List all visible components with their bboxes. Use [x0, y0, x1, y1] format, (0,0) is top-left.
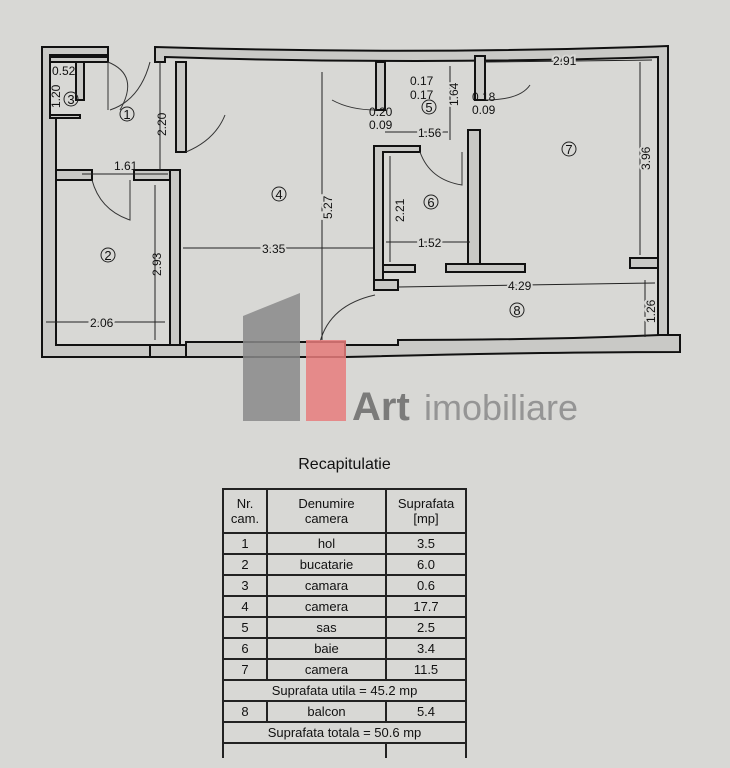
cell-nr: 8	[222, 700, 268, 723]
table-cutoff	[385, 742, 467, 758]
room-7-label: 7	[565, 142, 572, 157]
watermark-suffix: imobiliare	[424, 387, 578, 428]
dim-label: 2.21	[393, 198, 407, 222]
dim-label: 0.18	[472, 90, 496, 104]
header-name: Denumire camera	[266, 488, 387, 534]
recap-table: Nr. cam. Denumire camera Suprafata [mp] …	[222, 488, 467, 758]
grand-total-row: Suprafata totala = 50.6 mp	[222, 721, 467, 744]
dimension-labels: 0.52 1.20 2.20 1.61 2.93 2.06 3.35 5.27 …	[49, 52, 660, 332]
dim-label: 0.17	[410, 88, 434, 102]
room-4-label: 4	[275, 187, 282, 202]
dim-label: 3.35	[262, 242, 286, 256]
room-5-label: 5	[425, 100, 432, 115]
watermark-logo: Art imobiliare	[243, 293, 578, 429]
grand-total: Suprafata totala = 50.6 mp	[222, 721, 467, 744]
cell-area: 5.4	[385, 700, 467, 723]
cell-area: 3.4	[385, 637, 467, 660]
table-cutoff	[222, 742, 387, 758]
cell-area: 6.0	[385, 553, 467, 576]
dim-label: 5.27	[321, 195, 335, 219]
room-2-label: 2	[104, 248, 111, 263]
useful-total-row: Suprafata utila = 45.2 mp	[222, 679, 467, 702]
dim-label: 3.96	[639, 146, 653, 170]
dim-label: 0.17	[410, 74, 434, 88]
room-8-label: 8	[513, 303, 520, 318]
doors	[91, 61, 531, 343]
room-labels: 1 2 3 4 5 6 7 8	[63, 91, 577, 318]
dim-label: 2.06	[90, 316, 114, 330]
dim-label: 0.20	[369, 105, 393, 119]
dim-label: 1.20	[49, 84, 63, 108]
table-row: 8 balcon 5.4	[222, 700, 467, 723]
cell-name: camara	[266, 574, 387, 597]
dim-label: 0.52	[52, 64, 76, 78]
walls	[41, 44, 681, 359]
dim-label: 1.61	[114, 159, 138, 173]
header-area: Suprafata [mp]	[385, 488, 467, 534]
room-3-label: 3	[67, 92, 74, 107]
cell-area: 3.5	[385, 532, 467, 555]
dim-label: 1.64	[447, 82, 461, 106]
dim-label: 1.56	[418, 126, 442, 140]
cell-name: camera	[266, 658, 387, 681]
cell-nr: 7	[222, 658, 268, 681]
cell-area: 2.5	[385, 616, 467, 639]
useful-total: Suprafata utila = 45.2 mp	[222, 679, 467, 702]
cell-name: balcon	[266, 700, 387, 723]
room-1-label: 1	[123, 107, 130, 122]
dimension-lines	[46, 59, 656, 340]
cell-nr: 4	[222, 595, 268, 618]
dim-label: 1.52	[418, 236, 442, 250]
cell-nr: 5	[222, 616, 268, 639]
room-6-label: 6	[427, 195, 434, 210]
cell-name: bucatarie	[266, 553, 387, 576]
cell-area: 11.5	[385, 658, 467, 681]
cell-area: 17.7	[385, 595, 467, 618]
watermark-brand: Art	[352, 385, 410, 429]
cell-nr: 2	[222, 553, 268, 576]
dim-label: 2.91	[553, 54, 577, 68]
dim-label: 2.93	[150, 252, 164, 276]
table-header: Nr. cam. Denumire camera Suprafata [mp]	[222, 488, 467, 534]
cell-name: camera	[266, 595, 387, 618]
cell-nr: 3	[222, 574, 268, 597]
dim-label: 4.29	[508, 279, 532, 293]
cell-area: 0.6	[385, 574, 467, 597]
cell-name: sas	[266, 616, 387, 639]
cell-nr: 1	[222, 532, 268, 555]
cell-name: baie	[266, 637, 387, 660]
header-nr: Nr. cam.	[222, 488, 268, 534]
dim-label: 0.09	[472, 103, 496, 117]
recap-title: Recapitulatie	[298, 456, 391, 473]
dim-label: 2.20	[155, 112, 169, 136]
dim-label: 0.09	[369, 118, 393, 132]
dim-label: 1.26	[644, 299, 658, 323]
cell-nr: 6	[222, 637, 268, 660]
cell-name: hol	[266, 532, 387, 555]
